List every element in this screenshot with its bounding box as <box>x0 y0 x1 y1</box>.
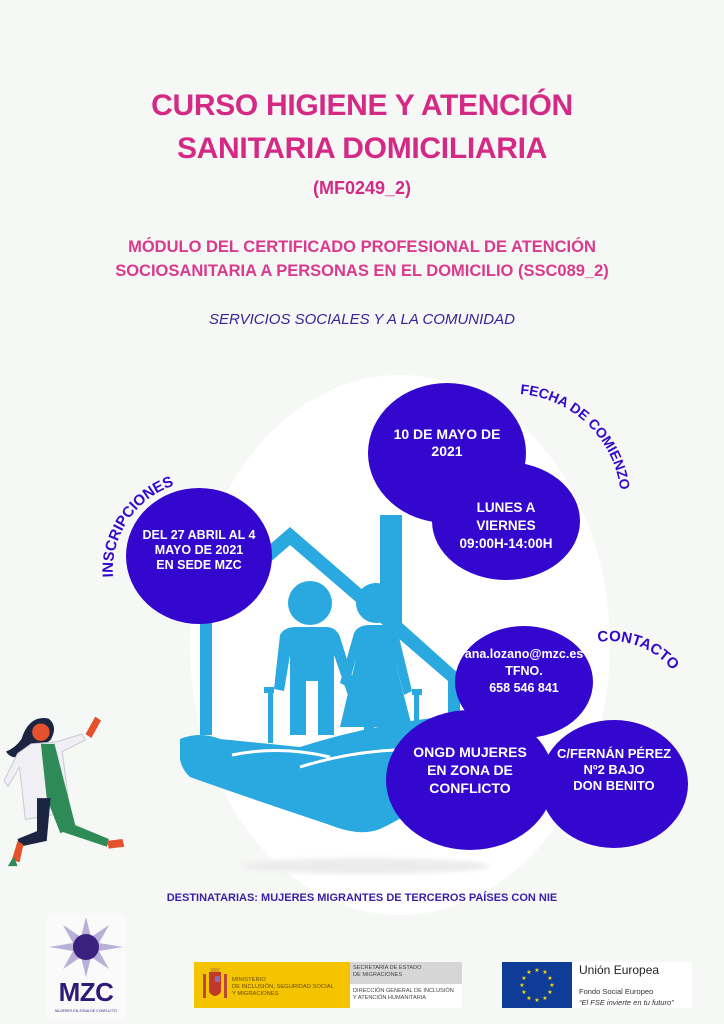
organization-bubble: ONGD MUJERES EN ZONA DE CONFLICTO <box>386 710 554 850</box>
start-date-label-text: FECHA DE COMIENZO <box>520 381 634 491</box>
eu-logo: ★★★ ★★★ ★★★ ★★★ Unión Europea Fondo Soci… <box>502 962 692 1008</box>
svg-text:★: ★ <box>534 997 539 1004</box>
module-line-1: MÓDULO DEL CERTIFICADO PROFESIONAL DE AT… <box>128 238 596 256</box>
schedule-bubble: LUNES A VIERNES 09:00H-14:00H <box>432 462 580 580</box>
category-label: SERVICIOS SOCIALES Y A LA COMUNIDAD <box>209 311 515 328</box>
svg-text:FECHA DE COMIENZO: FECHA DE COMIENZO <box>520 381 634 491</box>
eu-fund: Fondo Social Europeo <box>579 987 654 996</box>
svg-text:★: ★ <box>547 989 552 996</box>
module-line-2: SOCIOSANITARIA A PERSONAS EN EL DOMICILI… <box>115 262 609 280</box>
registration-label-text: INSCRIPCIONES <box>100 473 176 578</box>
secretaria-line-1: SECRETARÍA DE ESTADO <box>353 965 422 971</box>
org-line-1: ONGD MUJERES <box>413 744 527 760</box>
eu-motto: “El FSE invierte en tu futuro” <box>579 998 674 1007</box>
svg-text:★: ★ <box>526 995 531 1002</box>
schedule-hours: 09:00H-14:00H <box>459 536 553 551</box>
mzc-subtitle: MUJERES EN ZONA DE CONFLICTO <box>55 1009 117 1013</box>
direccion-line-2: Y ATENCIÓN HUMANITARIA <box>353 995 427 1001</box>
org-line-2: EN ZONA DE <box>427 762 513 778</box>
svg-text:★: ★ <box>526 969 531 976</box>
course-code: (MF0249_2) <box>312 178 412 198</box>
start-date-text: 10 DE MAYO DE 2021 <box>393 426 501 459</box>
start-date-label: FECHA DE COMIENZO <box>520 381 634 491</box>
registration-bubble: DEL 27 ABRIL AL 4 MAYO DE 2021 EN SEDE M… <box>126 488 272 624</box>
target-audience: DESTINATARIAS: MUJERES MIGRANTES DE TERC… <box>166 892 558 904</box>
svg-text:★: ★ <box>549 982 554 989</box>
registration-line-1: DEL 27 ABRIL AL 4 <box>142 527 256 542</box>
ministry-name-3: Y MIGRACIONES <box>232 991 279 997</box>
address-line-1: C/FERNÁN PÉREZ <box>556 746 672 761</box>
svg-text:★: ★ <box>547 975 552 982</box>
schedule-days: LUNES A VIERNES <box>476 500 536 533</box>
ground-shadow <box>240 858 490 874</box>
org-line-3: CONFLICTO <box>429 780 511 796</box>
course-title-line-2: SANITARIA DOMICILIARIA <box>176 132 548 165</box>
svg-text:★: ★ <box>519 982 524 989</box>
registration-line-2: MAYO DE 2021 <box>154 542 244 557</box>
ministry-logo: MINISTERIO DE INCLUSIÓN, SEGURIDAD SOCIA… <box>194 962 462 1008</box>
mzc-logo: MZC MUJERES EN ZONA DE CONFLICTO <box>47 915 125 1020</box>
svg-text:★: ★ <box>521 989 526 996</box>
mzc-acronym: MZC <box>58 977 114 1007</box>
eu-title: Unión Europea <box>579 963 660 977</box>
spain-coat-of-arms-icon <box>203 968 227 998</box>
ministry-name-1: MINISTERIO <box>232 977 266 983</box>
secretaria-line-2: DE MIGRACIONES <box>353 972 403 978</box>
registration-line-3: EN SEDE MZC <box>156 557 242 572</box>
direccion-line-1: DIRECCIÓN GENERAL DE INCLUSIÓN <box>353 988 454 994</box>
course-title-line-1: CURSO HIGIENE Y ATENCIÓN <box>151 89 573 122</box>
svg-text:INSCRIPCIONES: INSCRIPCIONES <box>100 473 176 578</box>
address-line-2: Nº2 BAJO <box>583 762 645 777</box>
contact-email[interactable]: ana.lozano@mzc.es <box>464 646 584 661</box>
contact-label: CONTACTO <box>597 628 683 674</box>
ministry-name-2: DE INCLUSIÓN, SEGURIDAD SOCIAL <box>232 984 334 990</box>
svg-text:★: ★ <box>542 995 547 1002</box>
svg-text:CONTACTO: CONTACTO <box>597 628 683 674</box>
eu-flag-icon: ★★★ ★★★ ★★★ ★★★ <box>502 962 572 1008</box>
svg-text:★: ★ <box>534 967 539 974</box>
mzc-star-icon <box>49 917 123 977</box>
contact-phone-label: TFNO. <box>505 663 543 678</box>
address-bubble: C/FERNÁN PÉREZ Nº2 BAJO DON BENITO <box>540 720 688 848</box>
address-line-3: DON BENITO <box>573 778 655 793</box>
svg-text:★: ★ <box>542 969 547 976</box>
contact-phone[interactable]: 658 546 841 <box>489 680 559 695</box>
svg-text:★: ★ <box>521 975 526 982</box>
registration-label: INSCRIPCIONES <box>100 473 176 578</box>
running-doctor-illustration-icon <box>3 716 125 867</box>
contact-label-text: CONTACTO <box>597 628 683 674</box>
